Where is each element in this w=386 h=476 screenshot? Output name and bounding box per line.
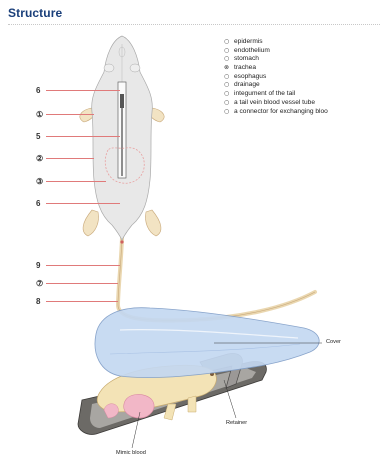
label-cover: Cover [326, 339, 341, 345]
label-mimic-blood: Mimic blood [116, 450, 146, 456]
mimic-blood-pool [124, 394, 154, 418]
label-retainer: Retainer [226, 420, 247, 426]
cover [95, 308, 319, 378]
